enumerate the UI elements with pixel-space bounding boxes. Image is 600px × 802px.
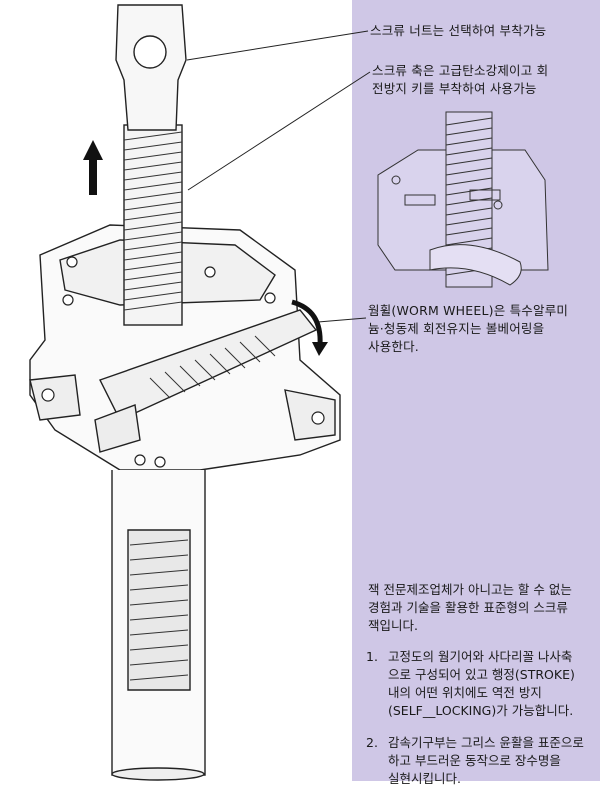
leader-line-worm [317,317,367,323]
list-item: 1. 고정도의 웜기어와 사다리꼴 나사축 으로 구성되어 있고 행정(STRO… [366,648,596,720]
page: 스크류 너트는 선택하여 부착가능 스크류 축은 고급탄소강제이고 회 전방지 … [29,0,600,786]
list-item-number: 1. [366,649,378,664]
rotation-arrow-icon [291,299,328,356]
screw-jack-illustration [29,4,549,781]
callout-worm-wheel: 웜휠(WORM WHEEL)은 특수알루미 늄·청동제 회전유지는 볼베어링을 … [368,302,594,356]
callout-worm-line: 사용한다. [368,339,419,354]
screw-thread [123,131,189,681]
list-item-line: (SELF__LOCKING)가 가능합니다. [388,703,574,718]
list-item-line: 내의 어떤 위치에도 역전 방지 [388,685,542,700]
cutaway-inset [377,111,549,288]
feature-list: 1. 고정도의 웜기어와 사다리꼴 나사축 으로 구성되어 있고 행정(STRO… [366,648,596,802]
intro-line: 경험과 기술을 활용한 표준형의 스크류 [368,600,568,615]
leader-line-shaft [187,71,371,191]
leader-lines [186,30,371,323]
callout-worm-line: 늄·청동제 회전유지는 볼베어링을 [368,321,545,336]
list-item-line: 실현시킵니다. [388,771,461,786]
callout-nut: 스크류 너트는 선택하여 부착가능 [370,22,590,40]
intro-paragraph: 잭 전문제조업체가 아니고는 할 수 없는 경험과 기술을 활용한 표준형의 스… [368,581,594,635]
up-arrow-icon [83,140,103,195]
list-item-line: 으로 구성되어 있고 행정(STROKE) [388,667,575,682]
callout-shaft-line: 전방지 키를 부착하여 사용가능 [372,81,537,96]
list-item-number: 2. [366,735,378,750]
worm-gear [149,335,276,399]
list-item: 2. 감속기구부는 그리스 윤활을 표준으로 하고 부드러운 동작으로 장수명을… [366,734,596,788]
callout-shaft-line: 스크류 축은 고급탄소강제이고 회 [372,63,549,78]
callout-shaft: 스크류 축은 고급탄소강제이고 회 전방지 키를 부착하여 사용가능 [372,62,594,98]
list-item-line: 고정도의 웜기어와 사다리꼴 나사축 [388,649,573,664]
list-item-line: 감속기구부는 그리스 윤활을 표준으로 [388,735,584,750]
intro-line: 잭 전문제조업체가 아니고는 할 수 없는 [368,582,572,597]
leader-line-nut [186,30,369,61]
callout-worm-line: 웜휠(WORM WHEEL)은 특수알루미 [368,303,569,318]
intro-line: 잭입니다. [368,618,418,633]
bolts [41,256,325,468]
callout-nut-text: 스크류 너트는 선택하여 부착가능 [370,23,547,38]
list-item-line: 하고 부드러운 동작으로 장수명을 [388,753,561,768]
jack-body [29,4,341,781]
